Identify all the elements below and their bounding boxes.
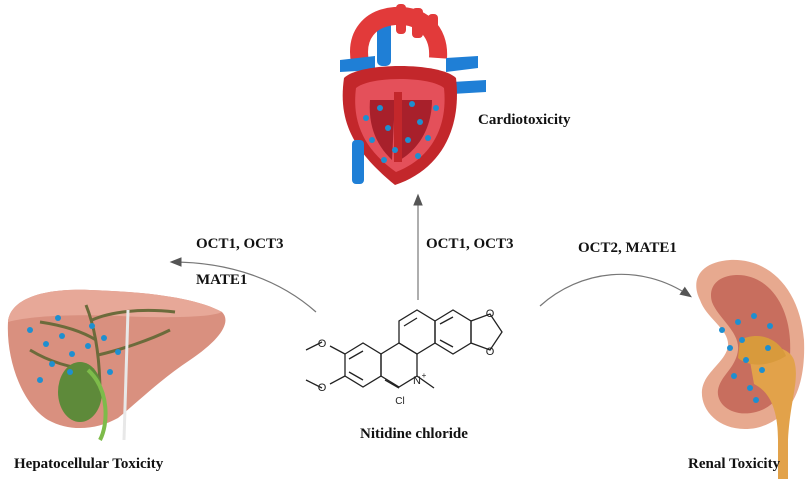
drug-particles-liver	[27, 315, 121, 383]
arrow-to-liver	[169, 257, 317, 313]
kidney-illustration	[696, 259, 805, 479]
label-renal-toxicity: Renal Toxicity	[688, 456, 781, 472]
transporter-liver-oct1-oct3: OCT1, OCT3	[196, 236, 284, 252]
drug-particles-heart	[363, 101, 439, 163]
liver-illustration	[7, 289, 226, 441]
nitidine-chloride-structure	[305, 309, 503, 389]
label-cardiotoxicity: Cardiotoxicity	[478, 112, 571, 128]
atom-chloride: Cl	[395, 396, 404, 407]
transporter-liver-mate1: MATE1	[196, 272, 248, 288]
transporter-kidney-oct2-mate1: OCT2, MATE1	[578, 240, 677, 256]
atom-o-methoxy-bottom: O	[318, 382, 327, 394]
pathway-arrows	[169, 193, 692, 313]
drug-particles-kidney	[719, 313, 773, 403]
atom-o-dioxole-top: O	[486, 308, 495, 320]
arrow-to-kidney	[539, 273, 692, 307]
transporter-heart-oct1-oct3: OCT1, OCT3	[426, 236, 514, 252]
atom-o-dioxole-bottom: O	[486, 346, 495, 358]
atom-o-methoxy-top: O	[318, 338, 327, 350]
label-hepatocellular-toxicity: Hepatocellular Toxicity	[14, 456, 164, 472]
atom-nitrogen-charge: +	[422, 371, 427, 380]
structure-atom-labels: O O O O N + Cl	[318, 308, 495, 407]
heart-illustration	[340, 4, 486, 185]
label-molecule-name: Nitidine chloride	[360, 426, 468, 442]
atom-nitrogen: N	[413, 375, 421, 387]
